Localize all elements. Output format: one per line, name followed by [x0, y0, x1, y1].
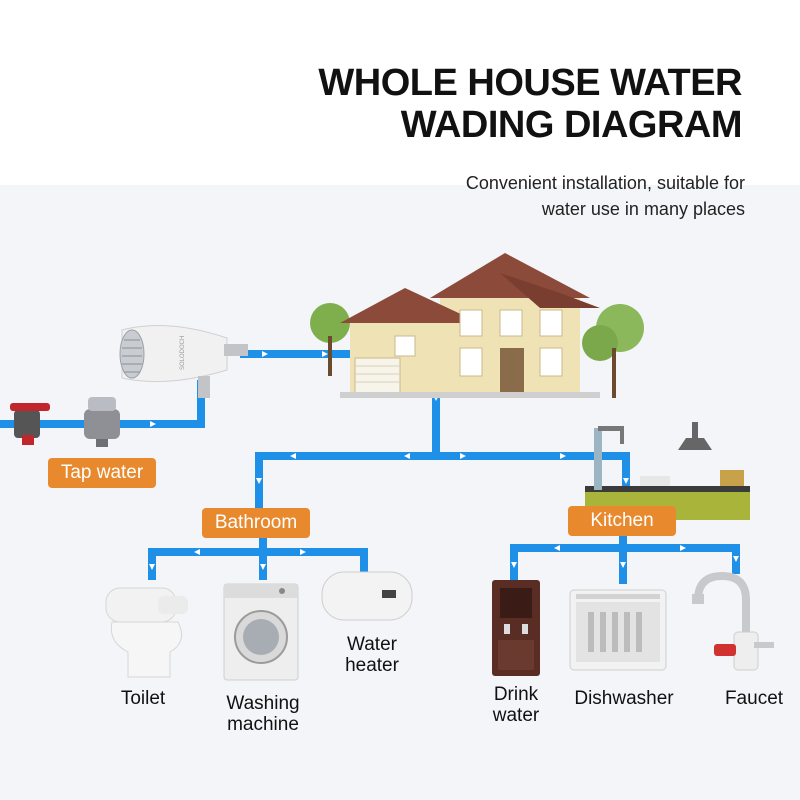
washing-machine-label: Washing machine	[208, 693, 318, 735]
subtitle-line-2: water use in many places	[541, 199, 745, 219]
arrow-icon	[680, 545, 686, 551]
faucet-label: Faucet	[724, 688, 784, 709]
pipe-heater-drop	[360, 548, 368, 572]
heater-label-line-1: Water	[347, 634, 397, 655]
inlet-valves	[10, 397, 120, 447]
filter-brand-label: SOLODOCH	[180, 336, 186, 370]
arrow-icon	[733, 556, 739, 562]
bathroom-badge: Bathroom	[202, 508, 310, 538]
arrow-icon	[322, 351, 328, 357]
arrow-icon	[300, 549, 306, 555]
arrow-icon	[623, 478, 629, 484]
page-subtitle: Convenient installation, suitable for wa…	[466, 170, 745, 222]
title-line-2: WADING DIAGRAM	[400, 104, 743, 146]
arrow-icon	[460, 453, 466, 459]
dishwasher-label: Dishwasher	[574, 688, 674, 709]
water-heater-label: Water heater	[332, 634, 412, 676]
house-illustration	[310, 253, 644, 398]
arrow-icon	[290, 453, 296, 459]
washing-machine-icon	[223, 583, 299, 681]
pipe-bath-trunk	[259, 536, 267, 552]
pipe-bath-branch	[148, 548, 368, 556]
arrow-icon	[554, 545, 560, 551]
faucet-icon	[692, 571, 774, 671]
washing-label-line-2: machine	[227, 714, 299, 735]
arrow-icon	[262, 351, 268, 357]
water-heater-icon	[321, 571, 413, 621]
title-line-1: WHOLE HOUSE WATER	[318, 62, 742, 104]
arrow-icon	[620, 562, 626, 568]
water-filter-icon: SOLODOCH	[119, 325, 248, 398]
kitchen-illustration	[585, 422, 750, 520]
pipe-filter-riser	[197, 380, 205, 428]
toilet-label: Toilet	[120, 688, 166, 709]
dishwasher-icon	[569, 589, 667, 671]
pipe-house-trunk	[432, 350, 440, 455]
pipe-main-distribution	[255, 452, 630, 460]
arrow-icon	[194, 549, 200, 555]
washing-label-line-1: Washing	[226, 693, 300, 714]
arrow-icon	[404, 453, 410, 459]
tap-water-badge: Tap water	[48, 458, 156, 488]
heater-label-line-2: heater	[345, 655, 399, 676]
arrow-icon	[150, 421, 156, 427]
page-title: WHOLE HOUSE WATER WADING DIAGRAM	[318, 62, 742, 146]
arrow-icon	[511, 562, 517, 568]
arrow-icon	[149, 564, 155, 570]
arrow-icon	[256, 478, 262, 484]
arrow-icon	[560, 453, 566, 459]
kitchen-badge: Kitchen	[568, 506, 676, 536]
drink-label-line-2: water	[492, 705, 540, 726]
water-dispenser-icon	[492, 580, 540, 676]
drink-label-line-1: Drink	[493, 684, 539, 705]
drink-water-label: Drink water	[478, 684, 554, 726]
arrow-icon	[260, 564, 266, 570]
pipe-filter-to-house	[240, 350, 350, 358]
pipe-kitchen-trunk	[619, 532, 627, 548]
subtitle-line-1: Convenient installation, suitable for	[465, 173, 745, 193]
toilet-icon	[105, 587, 188, 678]
